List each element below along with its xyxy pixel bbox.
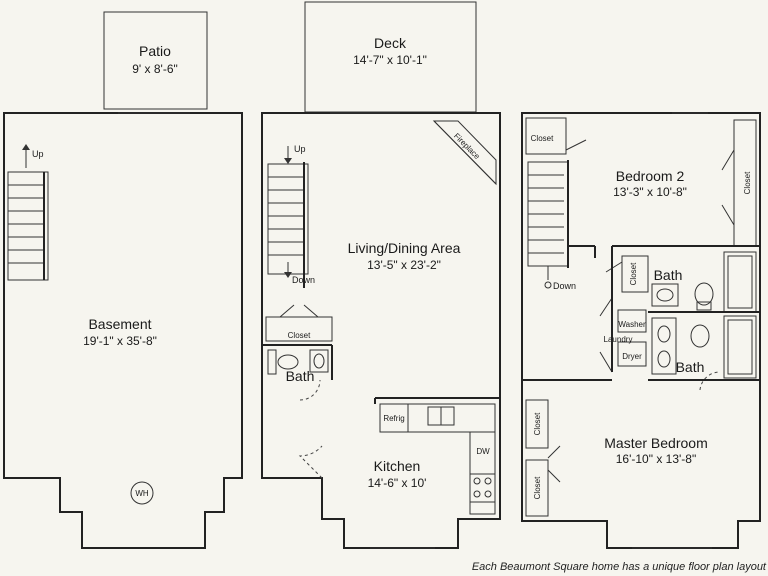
- basement-outline: [3, 112, 243, 549]
- master-name: Master Bedroom: [604, 435, 707, 451]
- main-down-label: Down: [292, 275, 315, 285]
- upper-closet-top-label: Closet: [531, 134, 554, 143]
- upper-mid-walls: [522, 258, 760, 381]
- upper-level: Closet Closet Bedroom 2 13'-3" x 10'-8" …: [521, 112, 761, 549]
- master-closet-2-label: Closet: [533, 476, 542, 499]
- bedroom2-dims: 13'-3" x 10'-8": [613, 185, 687, 199]
- kitchen-dims: 14'-6" x 10': [368, 476, 427, 490]
- washer-label: Washer: [618, 320, 646, 329]
- hall-closet: [605, 255, 649, 293]
- upper-interior-walls: [568, 245, 760, 258]
- basement-name: Basement: [88, 316, 151, 332]
- fireplace: [432, 120, 497, 186]
- deck-dims: 14'-7" x 10'-1": [353, 53, 427, 67]
- main-closet-label: Closet: [288, 331, 311, 340]
- front-door: [298, 445, 323, 479]
- main-stairs: [267, 146, 309, 288]
- dw-label: DW: [476, 447, 490, 456]
- hall-closet-label: Closet: [629, 262, 638, 285]
- master-closet-1-label: Closet: [533, 412, 542, 435]
- upper-down-label: Down: [553, 281, 576, 291]
- deck-name: Deck: [374, 35, 407, 51]
- dryer-label: Dryer: [622, 352, 642, 361]
- master-bath-label: Bath: [676, 359, 705, 375]
- basement-up-label: Up: [32, 149, 44, 159]
- stove: [469, 473, 496, 503]
- bedroom2-name: Bedroom 2: [616, 168, 685, 184]
- main-closet: [265, 304, 333, 342]
- water-heater: [130, 481, 154, 505]
- laundry-label: Laundry: [604, 335, 633, 344]
- upper-bath-label: Bath: [654, 267, 683, 283]
- main-bath-label: Bath: [286, 368, 315, 384]
- basement-level: Patio 9' x 8'-6" Up Basement 19'-1" x 35…: [3, 11, 243, 549]
- main-outline: [261, 112, 501, 549]
- refrigerator: [379, 403, 409, 433]
- main-up-label: Up: [294, 144, 306, 154]
- upper-bath: [651, 251, 757, 313]
- basement-dims: 19'-1" x 35'-8": [83, 334, 157, 348]
- main-bath: [262, 344, 333, 401]
- patio-name: Patio: [139, 43, 171, 59]
- refrig-label: Refrig: [383, 414, 404, 423]
- kitchen-name: Kitchen: [374, 458, 421, 474]
- laundry: [599, 297, 647, 373]
- upper-stairs: [527, 160, 569, 289]
- bedroom2-closet-label: Closet: [743, 171, 752, 194]
- kitchen-cabinets: [379, 403, 496, 515]
- upper-closet-top: [525, 117, 587, 155]
- basement-stairs: [7, 144, 49, 281]
- footer-note: Each Beaumont Square home has a unique f…: [472, 561, 767, 573]
- water-heater-label: WH: [135, 489, 149, 498]
- living-dims: 13'-5" x 23'-2": [367, 258, 441, 272]
- master-bath: [651, 315, 757, 391]
- master-dims: 16'-10" x 13'-8": [616, 452, 696, 466]
- upper-outline: [521, 112, 761, 549]
- patio-dims: 9' x 8'-6": [132, 62, 178, 76]
- patio-outline: [103, 11, 208, 110]
- main-level: Deck 14'-7" x 10'-1" Fireplace Up Do: [261, 1, 501, 549]
- living-name: Living/Dining Area: [348, 240, 461, 256]
- master-closets: [525, 399, 561, 517]
- fireplace-label: Fireplace: [452, 131, 482, 161]
